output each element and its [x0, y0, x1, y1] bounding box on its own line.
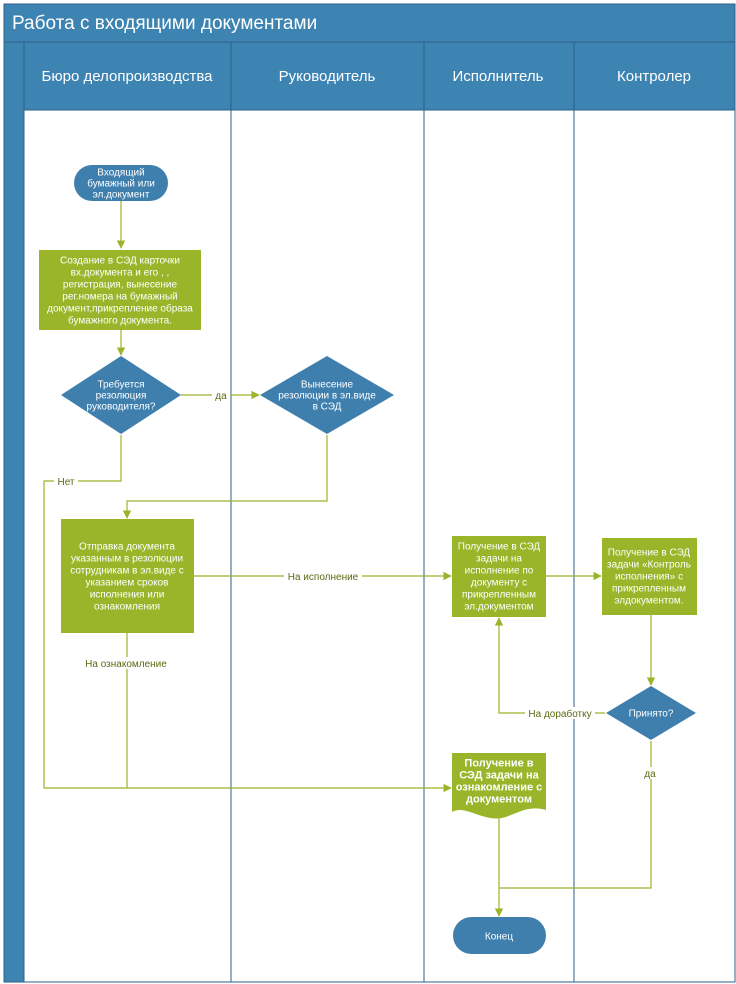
node-exec-task-text-line: эл.документом: [464, 602, 533, 613]
node-create-card-text-line: регистрация, вынесение: [63, 280, 178, 291]
edge-labels: да Нет На исполнение На ознакомление На …: [54, 389, 659, 780]
title-bar: [3, 3, 736, 43]
node-exec-task-text-line: исполнение по: [465, 566, 534, 577]
connectors: [43, 201, 656, 917]
node-acquaint-task-text-line: ознакомление с: [456, 782, 543, 794]
edge-label-no1: Нет: [57, 477, 74, 488]
node-exec-task-text-line: задачи на: [476, 554, 522, 565]
node-send-doc-text-line: Отправка документа: [79, 542, 175, 553]
node-accepted-text-line: Принято?: [629, 709, 674, 720]
node-need-resolution-text-line: Требуется: [97, 379, 144, 391]
left-strip: [3, 41, 25, 983]
lane-header-bureau: Бюро делопроизводства: [42, 68, 214, 85]
node-create-card-text-line: документ,прикрепление образа: [47, 303, 193, 315]
edge-label-to-acquaint: На ознакомление: [85, 659, 167, 670]
node-create-card-text-line: рег.номера на бумажный: [62, 291, 177, 303]
node-send-doc-text-line: исполнения или: [90, 590, 165, 601]
node-exec-task-text-line: прикрепленным: [462, 590, 536, 601]
node-send-doc-text-line: ознакомления: [94, 602, 160, 613]
node-end-text-line: Конец: [485, 932, 513, 943]
node-start-text-line: эл.документ: [93, 190, 150, 201]
node-need-resolution-text-line: резолюция: [96, 391, 147, 402]
edge-label-yes2: да: [644, 769, 656, 780]
lane-header-bg: [23, 41, 736, 111]
node-create-card-text-line: бумажного документа.: [68, 315, 172, 327]
node-acquaint-task-text-line: документом: [466, 794, 532, 806]
node-create-card-text-line: Создание в СЭД карточки: [60, 256, 180, 267]
node-acquaint-task-text-line: СЭД задачи на: [459, 770, 539, 782]
node-control-task-text-line: Получение в СЭД: [608, 548, 691, 559]
node-send-doc-text-line: указанием сроков: [86, 578, 169, 589]
lane-header-controller: Контролер: [617, 68, 691, 85]
node-send-doc-text-line: сотрудникам в эл.виде с: [70, 566, 184, 577]
lane-header-manager: Руководитель: [279, 68, 376, 85]
node-control-task-text-line: прикрепленным: [612, 584, 686, 595]
node-send-doc-text-line: указанным в резолюции: [71, 554, 183, 565]
node-exec-task-text-line: Получение в СЭД: [458, 542, 541, 553]
node-accepted: Принято?: [606, 686, 696, 740]
node-acquaint-task-text-line: Получение в: [464, 758, 533, 770]
node-end: Конец: [453, 917, 546, 954]
node-control-task-text-line: задачи «Контроль: [607, 560, 691, 571]
edge-label-rework: На доработку: [528, 708, 591, 720]
node-accepted-text: Принято?: [629, 709, 674, 720]
lane-header-executor: Исполнитель: [453, 68, 544, 85]
node-create-card-text-line: вх.документа и его , ,: [71, 268, 170, 279]
node-start-text-line: Входящий: [97, 168, 144, 179]
lane-grid: [23, 42, 736, 983]
node-exec-task-text-line: документу с: [471, 578, 527, 589]
node-resolution-text-line: Вынесение: [301, 380, 354, 391]
diagram-title: Работа с входящими документами: [12, 13, 317, 34]
node-start-text-line: бумажный или: [87, 178, 155, 190]
node-resolution-text-line: в СЭД: [313, 402, 342, 413]
node-need-resolution-text-line: руководителя?: [87, 402, 156, 413]
edge-label-yes1: да: [215, 391, 227, 402]
edge-label-to-exec: На исполнение: [288, 572, 359, 583]
node-end-text: Конец: [485, 932, 513, 943]
node-control-task-text-line: элдокументом.: [614, 596, 683, 607]
node-resolution-text-line: резолюции в эл.виде: [278, 391, 376, 402]
node-control-task-text-line: исполнения» с: [615, 572, 683, 583]
